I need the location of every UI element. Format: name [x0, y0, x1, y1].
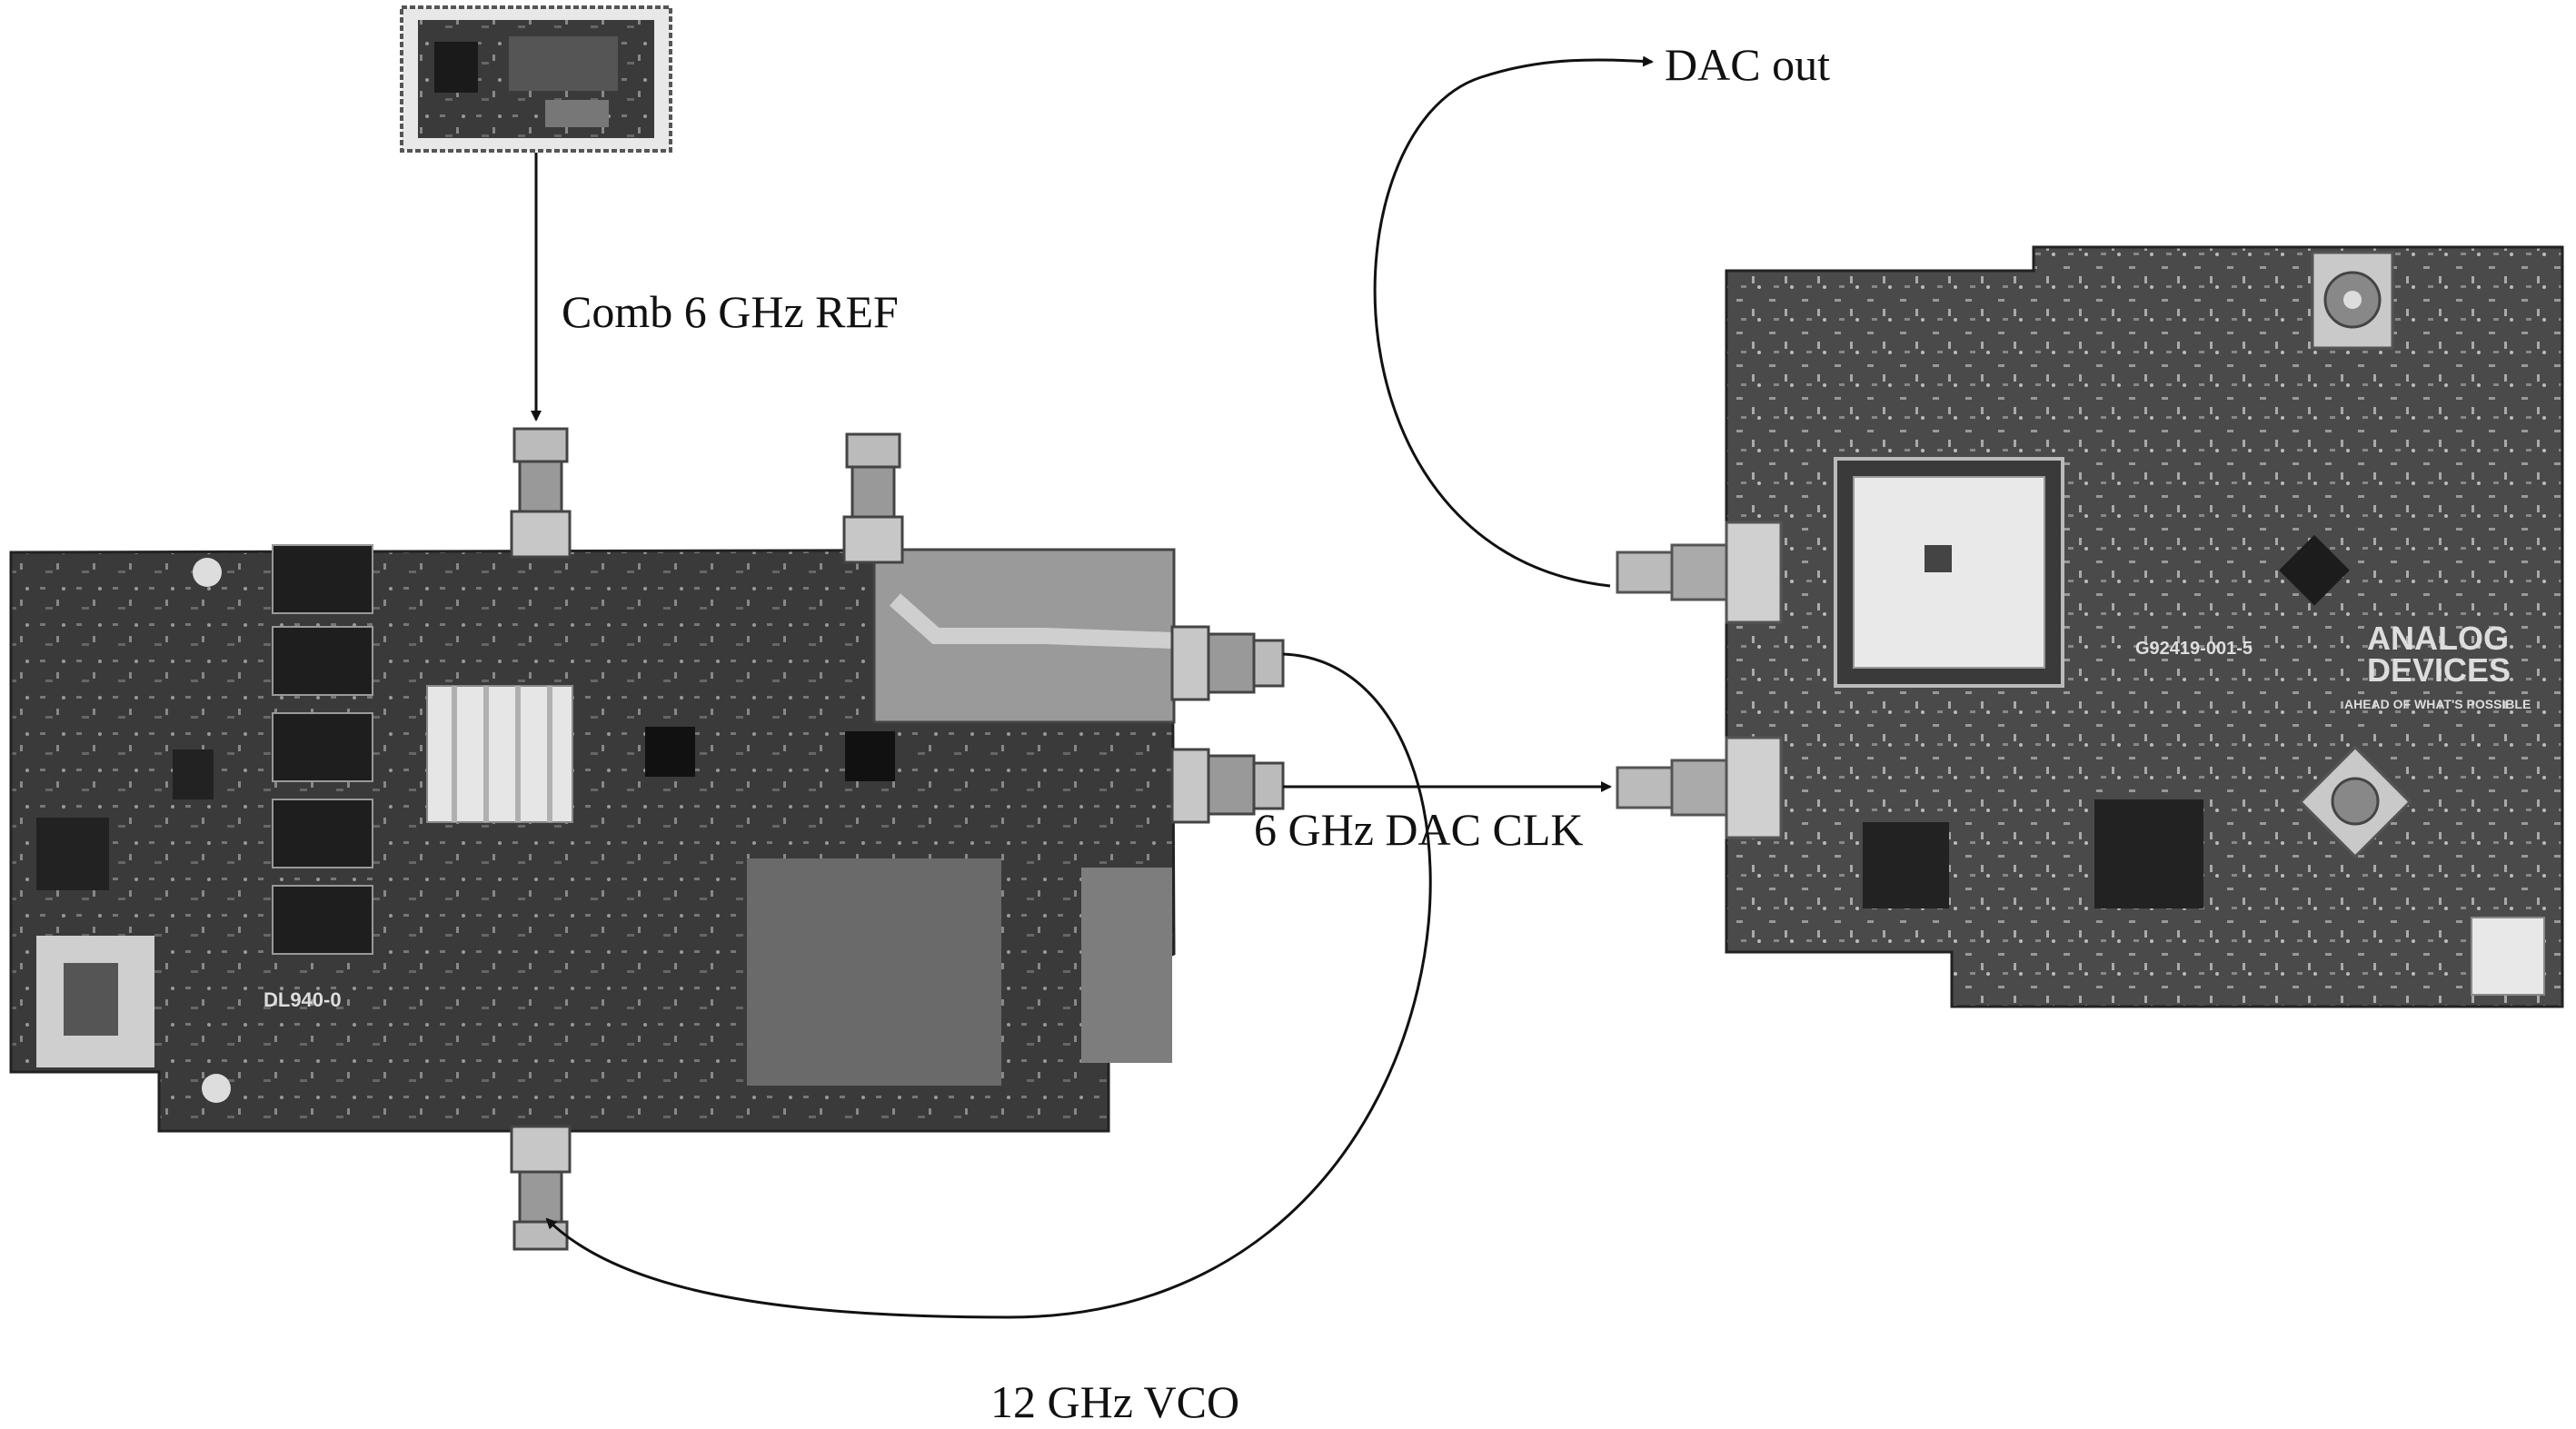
synthesizer-board: DL940-0 — [9, 427, 1285, 1251]
dac-eval-board: ANALOG DEVICES AHEAD OF WHAT'S POSSIBLE … — [1616, 245, 2564, 1008]
label-vco: 12 GHz VCO — [990, 1376, 1239, 1427]
vco-out-connector — [1170, 625, 1285, 701]
ref-in-connector — [510, 427, 572, 559]
dac-out-arrow — [1373, 55, 1654, 588]
synth-board-marking: DL940-0 — [264, 988, 342, 1011]
dac-clk-out-connector — [1170, 748, 1285, 824]
heatsink — [426, 685, 573, 823]
dip-switch-bank — [272, 544, 373, 955]
label-comb-ref: Comb 6 GHz REF — [562, 286, 899, 337]
dac-out-connector — [1616, 521, 1783, 624]
dac-clk-in-connector — [1616, 736, 1783, 839]
dac-top-connector — [2311, 251, 2394, 350]
dac-diag-connector — [2298, 745, 2412, 858]
brand-line2: DEVICES — [2367, 651, 2511, 689]
ground-pad — [747, 858, 1001, 1086]
vco-in-connector — [510, 1125, 572, 1251]
brand-tagline: AHEAD OF WHAT'S POSSIBLE — [2344, 697, 2531, 711]
label-dac-clk: 6 GHz DAC CLK — [1254, 804, 1583, 855]
brand-line1: ANALOG — [2367, 620, 2509, 657]
board-id: G92419-001-5 — [2135, 639, 2253, 659]
vco-loop-arrow — [545, 652, 1432, 1319]
comb-module — [400, 5, 672, 153]
aux-top-connector — [842, 432, 904, 564]
label-dac-out: DAC out — [1665, 39, 1830, 90]
